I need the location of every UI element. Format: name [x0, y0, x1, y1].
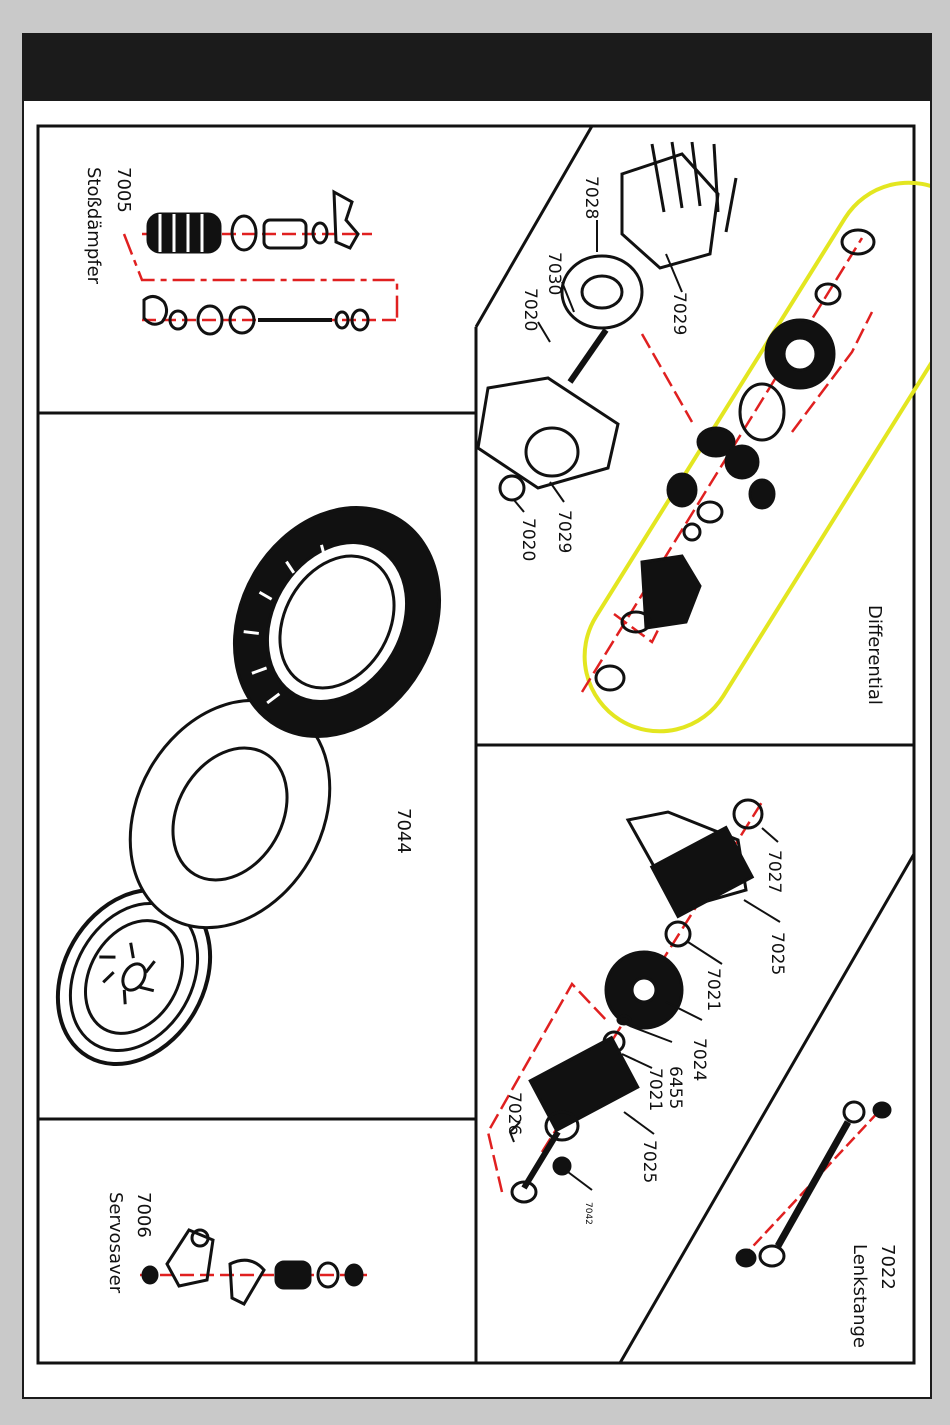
shock-body-icon: [148, 192, 358, 252]
callout-7024: 7024: [689, 1038, 709, 1081]
differential-title: Differential: [864, 605, 885, 705]
servosaver-part-number: 7006: [133, 1192, 154, 1238]
callout-7029-upper: 7029: [669, 292, 689, 335]
callout-7026: 7026: [504, 1092, 524, 1135]
callout-7021-lower: 7021: [645, 1068, 665, 1111]
parts-diagram: 7005 Stoßdämpfer 7044: [24, 35, 930, 1397]
shock-absorber-panel: 7005 Stoßdämpfer: [83, 167, 397, 334]
callout-7020-upper: 7020: [520, 288, 540, 331]
servosaver-part-name: Servosaver: [105, 1192, 126, 1294]
gearbox-parts-icon: [512, 800, 762, 1202]
callout-7020-lower: 7020: [518, 518, 538, 561]
servosaver-panel: 7006 Servosaver: [105, 1192, 367, 1304]
shock-shaft-icon: [144, 296, 368, 334]
tie-rod-part-number: 7022: [877, 1244, 898, 1290]
callout-7042: 7042: [583, 1202, 593, 1225]
differential-gears-icon: [596, 230, 874, 690]
callout-7029-lower: 7029: [554, 510, 574, 553]
tie-rod-part-name: Lenkstange: [849, 1244, 870, 1348]
differential-panel: 7028 7030 7020 7029 7029 7020 Differenti…: [478, 142, 930, 760]
callout-7025-upper: 7025: [767, 932, 787, 975]
tie-rod-panel: 7022 Lenkstange: [737, 1102, 898, 1348]
shock-part-number: 7005: [113, 167, 134, 213]
callout-7027: 7027: [764, 850, 784, 893]
callout-7028: 7028: [581, 176, 601, 219]
callout-7025-lower: 7025: [639, 1140, 659, 1183]
tire-part-number: 7044: [393, 808, 414, 854]
manual-page: 7005 Stoßdämpfer 7044: [22, 33, 932, 1399]
tire-panel: 7044: [27, 470, 480, 1092]
tie-rod-icon: [737, 1102, 890, 1266]
callout-7030: 7030: [544, 252, 564, 295]
gearbox-panel: 7027 7025 7021 7024 6455 7021 7026 7025 …: [488, 800, 787, 1225]
callout-7021-upper: 7021: [703, 968, 723, 1011]
servosaver-icon: [143, 1230, 362, 1304]
shock-part-name: Stoßdämpfer: [83, 167, 104, 285]
callout-6455: 6455: [665, 1066, 685, 1109]
